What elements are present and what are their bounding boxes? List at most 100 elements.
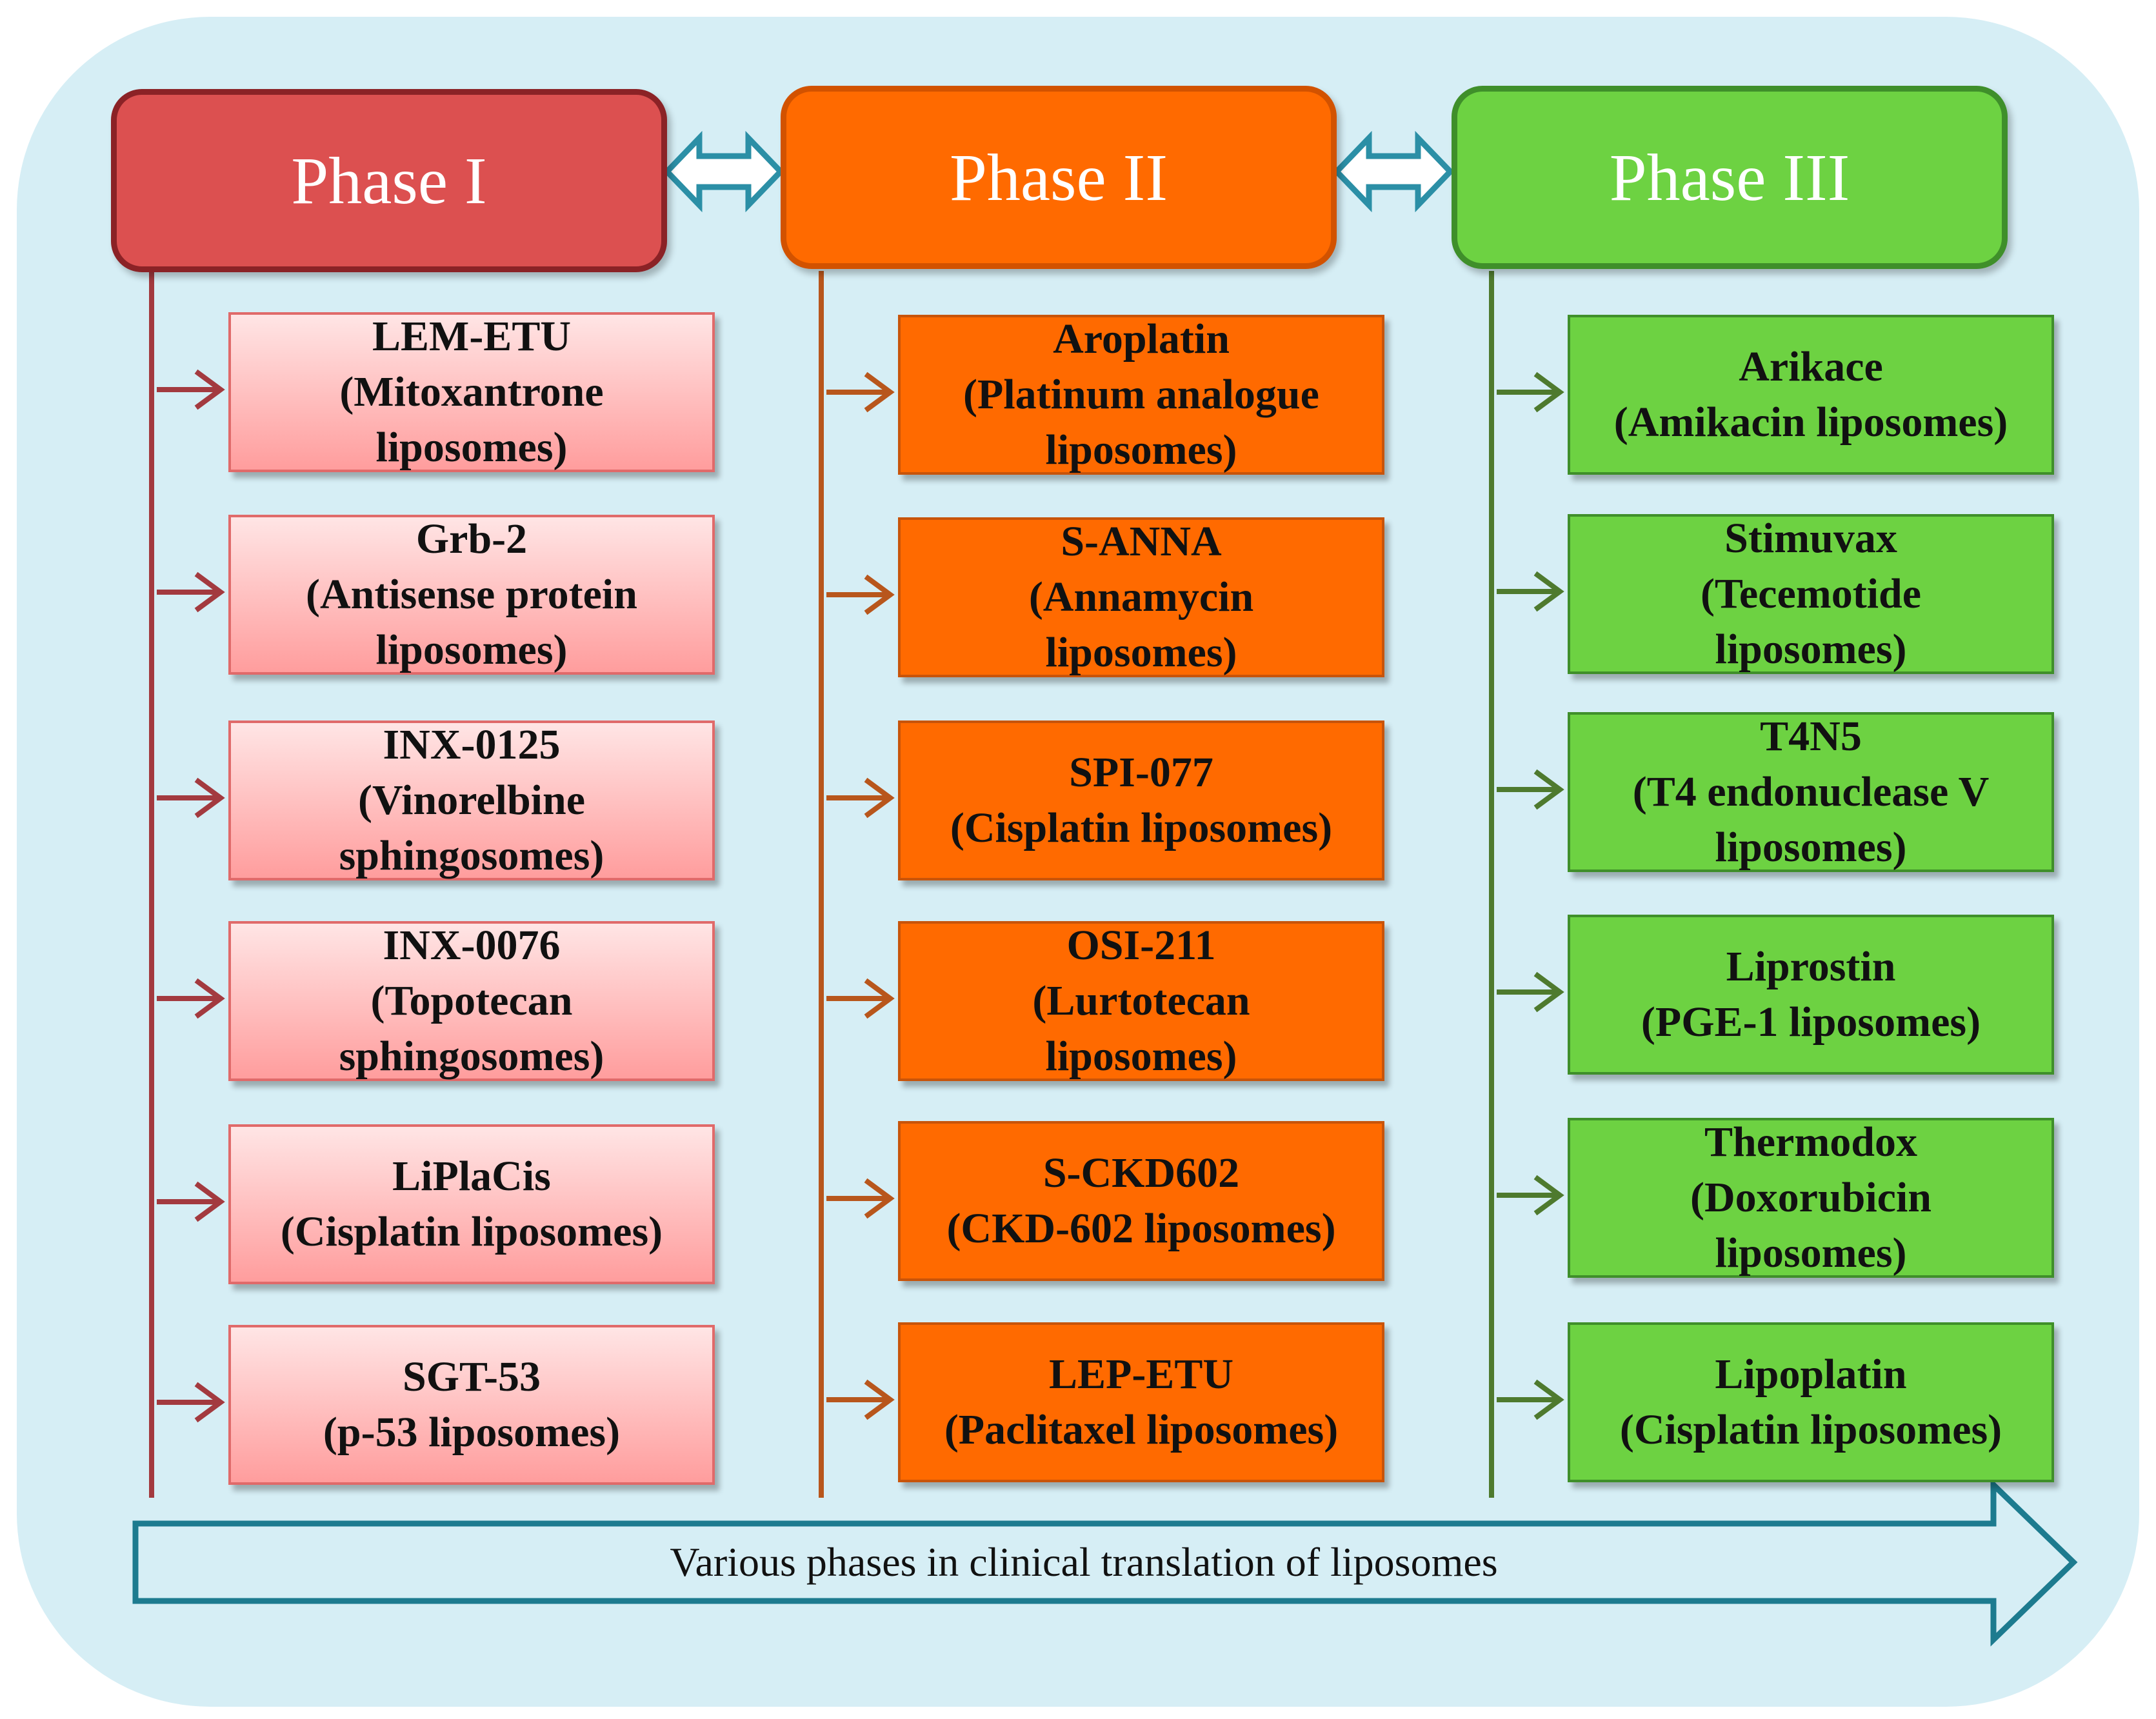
bottom-arrow-label: Various phases in clinical translation o… — [670, 1539, 1498, 1585]
connector-arrow-head — [1533, 971, 1564, 1013]
bottom-progress-arrow — [132, 1478, 2078, 1647]
item-card-line: (Paclitaxel liposomes) — [944, 1406, 1339, 1453]
connector-arrow — [157, 777, 225, 819]
connector-arrow-head — [864, 978, 895, 1019]
item-card-line: (Amikacin liposomes) — [1613, 399, 2008, 446]
connector-arrow — [1497, 769, 1564, 810]
connector-arrow-head — [1533, 1379, 1564, 1420]
connector-arrow-head — [194, 1181, 225, 1222]
connector-arrow — [826, 372, 895, 413]
item-card-line: Aroplatin — [1053, 315, 1230, 363]
connector-arrow — [826, 1379, 895, 1420]
phase-1-item-card: INX-0076 (Topotecan sphingosomes) — [228, 921, 715, 1081]
connector-arrow-head — [194, 1382, 225, 1423]
item-card-line: liposomes) — [1045, 629, 1237, 676]
connector-arrow — [826, 574, 895, 615]
item-card-line: Thermodox — [1704, 1118, 1917, 1166]
phase-2-title: Phase II — [950, 140, 1168, 215]
item-card-line: (Lurtotecan — [1032, 977, 1250, 1024]
item-card-line: liposomes) — [1045, 1033, 1237, 1080]
item-card-line: (Platinum analogue — [963, 371, 1319, 418]
item-card-line: (Vinorelbine — [357, 777, 585, 824]
connector-arrow-head — [864, 1379, 895, 1420]
item-card-line: (Annamycin — [1028, 573, 1254, 621]
item-card-line: liposomes) — [1715, 626, 1907, 673]
connector-arrow-head — [194, 978, 225, 1019]
item-card-line: (Tecemotide — [1700, 570, 1922, 617]
phase-3-item-card: Stimuvax (Tecemotide liposomes) — [1568, 514, 2054, 674]
item-card-line: SPI-077 — [1069, 749, 1213, 796]
connector-arrows — [157, 369, 1564, 1423]
connector-arrow — [157, 1181, 225, 1222]
item-card-line: Lipoplatin — [1715, 1351, 1907, 1398]
phase-1-item-card: INX-0125 (Vinorelbine sphingosomes) — [228, 720, 715, 880]
phase-1-item-card: LEM-ETU (Mitoxantrone liposomes) — [228, 312, 715, 472]
item-card-line: LEP-ETU — [1048, 1351, 1234, 1398]
phase-1-item-card: LiPlaCis (Cisplatin liposomes) — [228, 1124, 715, 1284]
item-card-line: INX-0076 — [383, 922, 561, 969]
phase-2-item-card: OSI-211 (Lurtotecan liposomes) — [898, 921, 1384, 1081]
item-card-line: liposomes) — [375, 626, 568, 673]
phase-3-item-card: Thermodox (Doxorubicin liposomes) — [1568, 1118, 2054, 1278]
item-card-line: LiPlaCis — [392, 1153, 551, 1200]
item-card-line: (Mitoxantrone — [339, 368, 604, 415]
phase-1-item-card: Grb-2 (Antisense protein liposomes) — [228, 515, 715, 675]
connector-arrow-head — [194, 777, 225, 819]
connector-arrow-head — [194, 571, 225, 613]
connector-arrow — [826, 978, 895, 1019]
phase-3-item-card: Liprostin (PGE-1 liposomes) — [1568, 915, 2054, 1075]
item-card-line: (Topotecan — [370, 977, 573, 1024]
connector-arrow — [826, 1178, 895, 1219]
item-card-line: liposomes) — [1045, 426, 1237, 473]
item-card-line: INX-0125 — [383, 721, 561, 768]
item-card-line: (PGE-1 liposomes) — [1641, 999, 1981, 1046]
phase-3-item-card: Arikace (Amikacin liposomes) — [1568, 315, 2054, 475]
item-card-line: SGT-53 — [403, 1353, 541, 1400]
item-card-line: liposomes) — [375, 424, 568, 471]
item-card-line: (Cisplatin liposomes) — [1619, 1406, 2002, 1453]
item-card-line: (Cisplatin liposomes) — [280, 1208, 663, 1255]
phase-1-title: Phase I — [291, 143, 487, 218]
phase-3-header: Phase III — [1452, 86, 2008, 269]
phase-2-item-card: LEP-ETU (Paclitaxel liposomes) — [898, 1322, 1384, 1482]
item-card-line: sphingosomes) — [339, 832, 604, 879]
connector-arrow — [826, 777, 895, 819]
connector-arrow-head — [1533, 372, 1564, 413]
item-card-line: Liprostin — [1726, 943, 1896, 990]
item-card-line: Stimuvax — [1724, 515, 1897, 562]
connector-arrow — [157, 571, 225, 613]
item-card-line: (T4 endonuclease V — [1632, 768, 1990, 815]
item-card-line: Grb-2 — [415, 515, 528, 562]
phase-2-item-card: S-CKD602 (CKD-602 liposomes) — [898, 1121, 1384, 1281]
item-card-line: (Cisplatin liposomes) — [950, 804, 1333, 851]
connector-arrow-head — [864, 372, 895, 413]
connector-arrow-head — [864, 1178, 895, 1219]
connector-arrow-head — [1533, 571, 1564, 612]
item-card-line: liposomes) — [1715, 824, 1907, 871]
connector-arrow-head — [864, 777, 895, 819]
item-card-line: (Doxorubicin — [1690, 1174, 1932, 1221]
connector-arrow-head — [1533, 1175, 1564, 1216]
phase-3-title: Phase III — [1609, 140, 1850, 215]
item-card-line: liposomes) — [1715, 1229, 1907, 1277]
connector-arrow — [1497, 1379, 1564, 1420]
connector-arrow-head — [194, 369, 225, 410]
connector-arrow — [1497, 971, 1564, 1013]
connector-arrow-head — [1533, 769, 1564, 810]
phase-2-header: Phase II — [781, 86, 1337, 269]
phase-3-item-card: T4N5 (T4 endonuclease V liposomes) — [1568, 712, 2054, 872]
connector-arrow — [157, 1382, 225, 1423]
item-card-line: LEM-ETU — [372, 313, 572, 360]
item-card-line: (CKD-602 liposomes) — [946, 1205, 1336, 1252]
connector-arrow — [1497, 372, 1564, 413]
phase-1-item-card: SGT-53(p-53 liposomes) — [228, 1325, 715, 1485]
item-card-line: Arikace — [1739, 343, 1883, 390]
connector-arrow — [1497, 571, 1564, 612]
item-card-line: S-CKD602 — [1043, 1149, 1240, 1197]
item-card-line: OSI-211 — [1066, 922, 1216, 969]
item-card-line: sphingosomes) — [339, 1033, 604, 1080]
item-card-line: (Antisense protein — [306, 571, 637, 618]
phase-1-header: Phase I — [111, 89, 667, 272]
item-card-line: T4N5 — [1760, 713, 1862, 760]
